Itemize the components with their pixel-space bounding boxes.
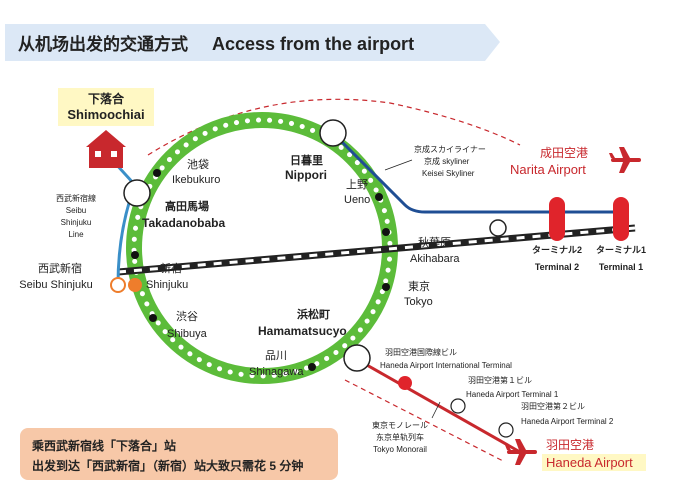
label-seibu-shinjuku-en: Seibu Shinjuku xyxy=(19,279,92,291)
monorail-label-1: 東京モノレール xyxy=(372,420,428,430)
seibu-line-label-4: Line xyxy=(68,230,84,239)
skyliner-leader xyxy=(384,159,413,171)
note-box xyxy=(20,428,338,480)
stop-international xyxy=(398,376,412,390)
title-en: Access from the airport xyxy=(212,34,414,54)
label-akihabara-jp: 秋葉原 xyxy=(418,235,451,249)
label-hamamatsucho-en: Hamamatsucyo xyxy=(258,324,347,338)
haneda-t1-jp: 羽田空港第１ビル xyxy=(468,375,532,385)
narita-route-dashed xyxy=(147,98,521,156)
label-hamamatsucho-jp: 浜松町 xyxy=(297,307,330,321)
station-tokyo xyxy=(382,283,390,291)
label-nippori-jp: 日暮里 xyxy=(290,153,323,167)
station-nippori xyxy=(319,119,347,147)
haneda-label-jp: 羽田空港 xyxy=(546,438,594,452)
terminal-1-jp: ターミナル1 xyxy=(596,244,646,255)
narita-label-jp: 成田空港 xyxy=(540,146,588,160)
haneda-t2-en: Haneda Airport Terminal 2 xyxy=(521,417,614,426)
label-akihabara-en: Akihabara xyxy=(410,253,460,265)
stop-terminal1 xyxy=(450,398,466,414)
station-west-a xyxy=(131,251,139,259)
terminal-2-marker xyxy=(549,197,565,241)
monorail-label-3: Tokyo Monorail xyxy=(373,445,427,454)
haneda-t1-en: Haneda Airport Terminal 1 xyxy=(466,390,559,399)
label-shinjuku-en: Shinjuku xyxy=(146,279,188,291)
note-line-1: 乘西武新宿线「下落合」站 xyxy=(31,438,176,453)
station-ueno xyxy=(375,193,383,201)
stop-terminal2 xyxy=(498,422,514,438)
label-tokyo-en: Tokyo xyxy=(404,296,433,308)
label-ueno-jp: 上野 xyxy=(346,178,368,191)
skyliner-label-3: Keisei Skyliner xyxy=(422,169,475,178)
seibu-line-label-3: Shinjuku xyxy=(61,218,92,227)
seibu-line-label-1: 西武新宿線 xyxy=(56,193,96,203)
terminal-1-en: Terminal 1 xyxy=(599,262,643,272)
label-shinagawa-jp: 品川 xyxy=(265,349,287,362)
station-seibu-shinjuku xyxy=(110,277,126,293)
home-label-jp: 下落合 xyxy=(88,91,125,106)
station-ikebukuro xyxy=(153,169,161,177)
haneda-label-en: Haneda Airport xyxy=(546,455,633,470)
haneda-intl-jp: 羽田空港国際線ビル xyxy=(385,347,457,357)
skyliner-line xyxy=(333,133,620,214)
note-line-2: 出发到达「西武新宿」（新宿）站大致只需花 5 分钟 xyxy=(32,458,303,473)
monorail-line xyxy=(357,358,521,454)
terminal-1-marker xyxy=(613,197,629,241)
label-takadanobaba-en: Takadanobaba xyxy=(142,216,225,230)
label-seibu-shinjuku-jp: 西武新宿 xyxy=(38,261,82,275)
label-shinjuku-jp: 新宿 xyxy=(160,261,182,275)
home-label-en: Shimoochiai xyxy=(67,107,144,122)
label-nippori-en: Nippori xyxy=(285,168,327,182)
label-shibuya-en: Shibuya xyxy=(167,328,208,340)
house-icon xyxy=(86,130,126,168)
label-ikebukuro-jp: 池袋 xyxy=(187,157,209,171)
label-shinagawa-en: Shinagawa xyxy=(249,366,304,378)
label-ueno-en: Ueno xyxy=(344,194,370,206)
label-tokyo-jp: 東京 xyxy=(408,279,430,293)
terminal-2-en: Terminal 2 xyxy=(535,262,579,272)
label-takadanobaba-jp: 高田馬場 xyxy=(165,199,209,213)
home-label-box xyxy=(58,88,154,126)
narita-label-en: Narita Airport xyxy=(510,162,586,177)
monorail-label-2: 东京单轨列车 xyxy=(376,432,424,442)
station-takadanobaba xyxy=(123,179,151,207)
station-shinagawa xyxy=(308,363,316,371)
chuo-line-dash xyxy=(117,226,636,274)
station-hamamatsucho xyxy=(343,344,371,372)
haneda-route-dashed xyxy=(344,379,506,463)
haneda-intl-en: Haneda Airport International Terminal xyxy=(380,361,512,370)
airplane-icon-haneda xyxy=(505,439,537,465)
airplane-icon-narita xyxy=(609,147,641,173)
station-akihabara xyxy=(382,228,390,236)
title-cn: 从机场出发的交通方式 xyxy=(18,34,188,54)
haneda-label-box xyxy=(542,454,646,471)
title-band xyxy=(5,24,500,61)
monorail-leader xyxy=(431,401,441,419)
haneda-t2-jp: 羽田空港第２ビル xyxy=(521,401,585,411)
station-shibuya xyxy=(149,314,157,322)
terminal-2-jp: ターミナル2 xyxy=(532,244,582,255)
label-shibuya-jp: 渋谷 xyxy=(176,310,198,323)
station-shinjuku xyxy=(128,278,142,292)
skyliner-label-1: 京成スカイライナー xyxy=(414,144,486,154)
label-ikebukuro-en: Ikebukuro xyxy=(172,174,220,186)
skyliner-label-2: 京成 skyliner xyxy=(424,156,470,166)
station-akihabara-skyliner xyxy=(489,219,507,237)
seibu-line-label-2: Seibu xyxy=(66,206,86,215)
